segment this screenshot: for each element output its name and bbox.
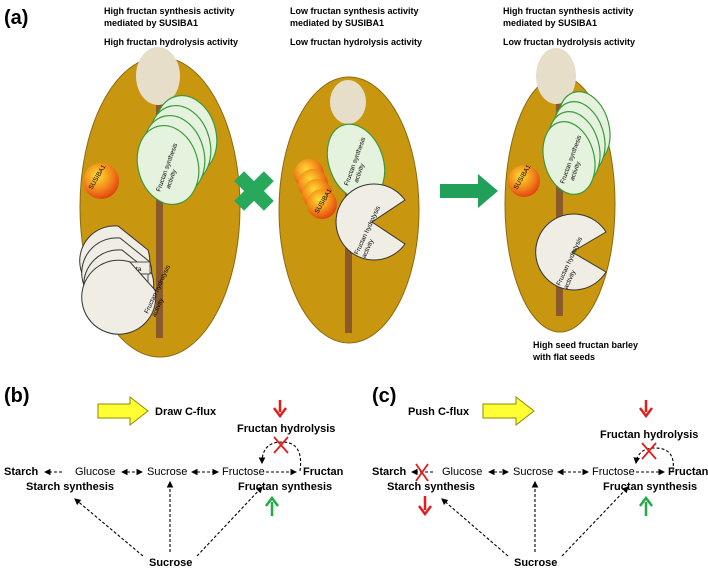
panel-c-red-down-arrow-starch-icon <box>418 496 432 517</box>
seed-2-hydrolysis-pacman <box>335 183 406 261</box>
result-caption-line2: with flat seeds <box>532 352 595 362</box>
seed-1-stem <box>156 88 163 338</box>
panel-b-starch: Starch <box>4 466 39 478</box>
seed-1-synthesis-stack: Fructan synthesis activity <box>136 94 218 206</box>
panel-c-starch-block-x-icon <box>415 463 429 482</box>
panel-b: (b) Draw C-flux Fructan hydrolysis Starc… <box>4 385 344 569</box>
panel-c-block-x-icon <box>641 442 657 460</box>
panel-b-hydrolysis-label: Fructan hydrolysis <box>237 423 335 435</box>
col2-caption-line2: mediated by SUSIBA1 <box>290 18 384 28</box>
seed-3-embryo <box>536 48 576 104</box>
panel-b-block-x-icon <box>273 436 289 454</box>
panel-b-label: (b) <box>4 385 30 407</box>
seed-2: Fructan synthesis activity SUSIBA1 Fruct… <box>278 76 420 344</box>
seed-1-embryo <box>136 47 180 105</box>
seed-3-synthesis-stack: Fructan synthesis activity <box>542 91 611 195</box>
panel-b-fructan: Fructan <box>303 466 344 478</box>
cross-icon <box>234 171 274 211</box>
panel-b-fructose: Fructose <box>222 466 265 478</box>
panel-c-sucrose-mid: Sucrose <box>513 466 553 478</box>
panel-b-glucose: Glucose <box>75 466 115 478</box>
panel-b-sucrose-bottom: Sucrose <box>149 557 192 569</box>
seed-2-susiba-stack: SUSIBA1 <box>294 159 337 219</box>
panel-c: (c) Push C-flux Fructan hydrolysis Starc… <box>372 385 708 569</box>
panel-c-fructose: Fructose <box>592 466 635 478</box>
panel-b-red-down-arrow-icon <box>273 400 287 419</box>
col1-caption-line2: mediated by SUSIBA1 <box>104 18 198 28</box>
col1-caption-line1: High fructan synthesis activity <box>104 6 235 16</box>
col1-caption-line3: High fructan hydrolysis activity <box>104 37 238 47</box>
panel-c-glucose: Glucose <box>442 466 482 478</box>
col3-caption-line1: High fructan synthesis activity <box>503 6 634 16</box>
panel-b-green-up-arrow-icon <box>265 495 279 516</box>
seed-3-susiba-ball <box>508 165 540 197</box>
panel-c-label: (c) <box>372 385 396 407</box>
panel-c-red-down-arrow-icon <box>639 400 653 419</box>
panel-b-starch-synthesis: Starch synthesis <box>26 481 114 493</box>
panel-c-fructan: Fructan <box>668 466 708 478</box>
panel-c-starch-synthesis: Starch synthesis <box>387 481 475 493</box>
col2-caption-line1: Low fructan synthesis activity <box>290 6 419 16</box>
panel-c-green-up-arrow-icon <box>639 495 653 516</box>
panel-c-flux-arrow-icon <box>482 395 535 427</box>
seed-1-susiba-ball <box>83 163 119 199</box>
panel-a-label: (a) <box>4 7 28 29</box>
panel-c-starch: Starch <box>372 466 407 478</box>
col2-caption-line3: Low fructan hydrolysis activity <box>290 37 422 47</box>
panel-b-flux-arrow-icon <box>97 395 149 427</box>
panel-b-sucrose-mid: Sucrose <box>147 466 187 478</box>
panel-c-sucrose-bottom: Sucrose <box>514 557 557 569</box>
panel-c-flux-label: Push C-flux <box>408 406 470 418</box>
result-arrow-icon <box>440 174 498 208</box>
seed-1: Fructan synthesis activity SUSIBA1 Fruct… <box>79 47 241 358</box>
panel-c-fructan-synthesis: Fructan synthesis <box>603 481 697 493</box>
result-caption-line1: High seed fructan barley <box>533 340 638 350</box>
seed-3-hydrolysis-pacman <box>535 213 607 291</box>
seed-1-hydrolysis-stack: Fructa Fructa Fructa Fructan hydrolysis … <box>79 225 172 335</box>
panel-b-fructan-synthesis: Fructan synthesis <box>238 481 332 493</box>
seed-3: Fructan synthesis activity SUSIBA1 Fruct… <box>504 48 616 333</box>
seed-3-stem <box>556 90 563 316</box>
col3-caption-line3: Low fructan hydrolysis activity <box>503 37 635 47</box>
col3-caption-line2: mediated by SUSIBA1 <box>503 18 597 28</box>
panel-c-hydrolysis-label: Fructan hydrolysis <box>600 429 698 441</box>
seed-2-embryo <box>330 80 366 124</box>
panel-b-flux-label: Draw C-flux <box>155 406 217 418</box>
